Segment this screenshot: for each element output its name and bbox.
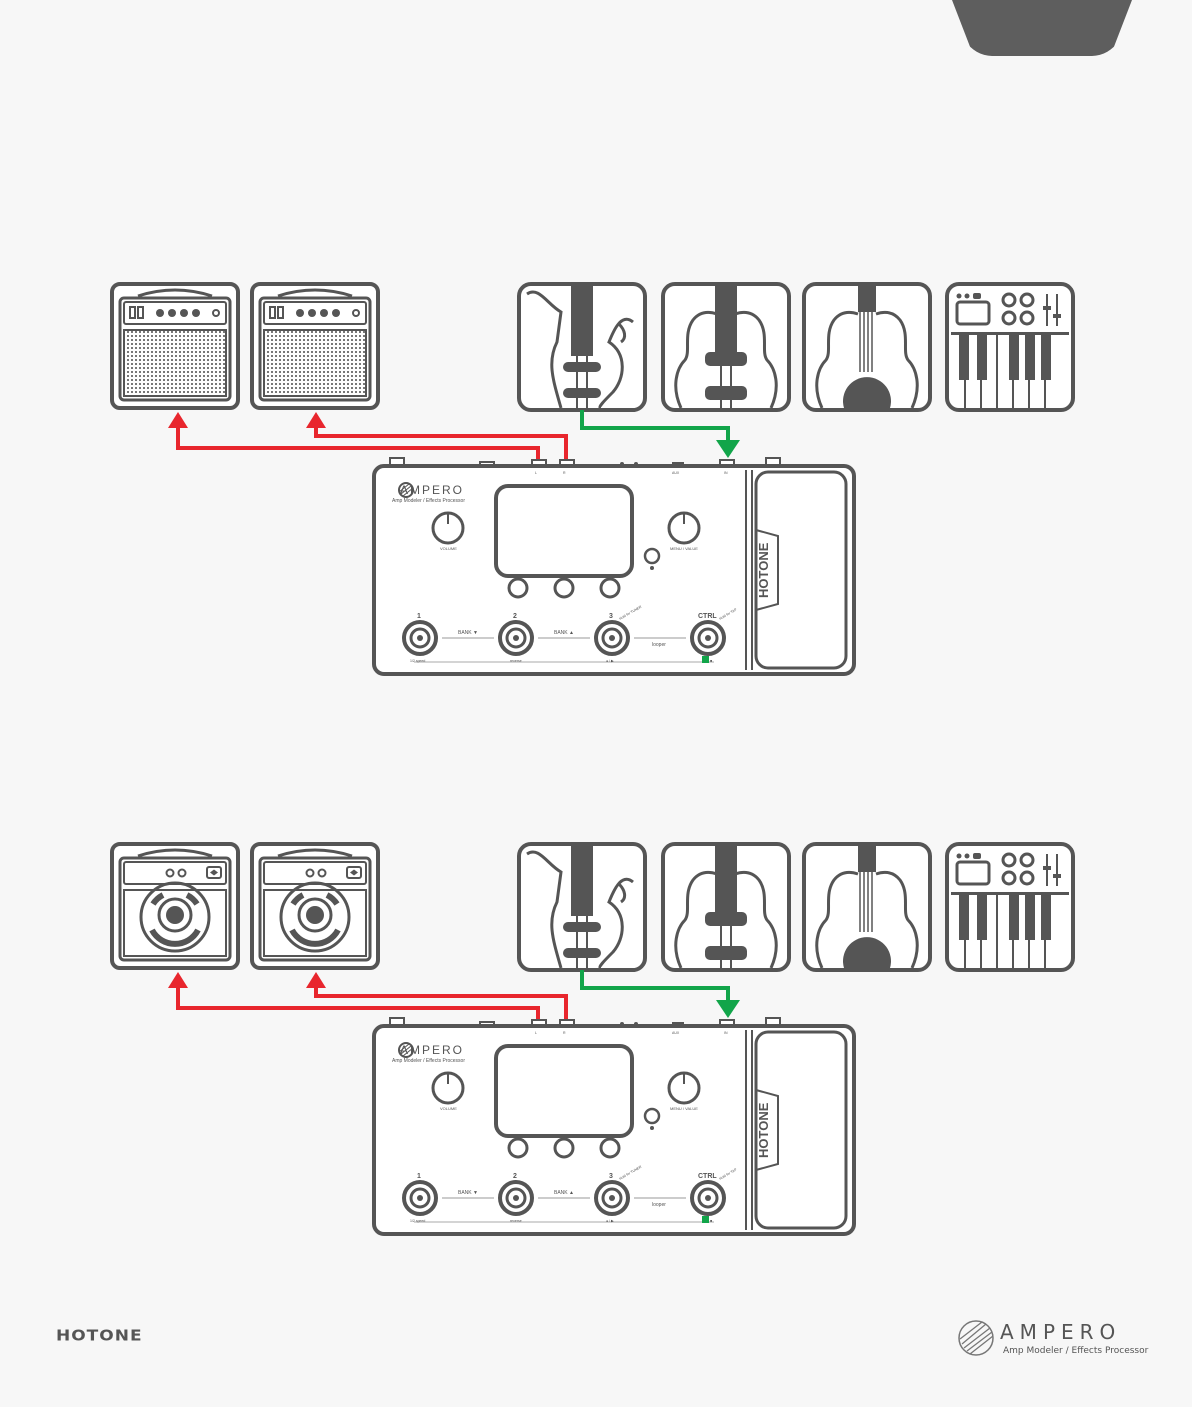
sub-3-label: ● / ▶ xyxy=(606,659,615,663)
electric-guitar-icon xyxy=(517,840,647,972)
switch-3-label: 3 xyxy=(609,1173,613,1180)
frfr-speaker-icon xyxy=(252,844,378,968)
switch-1-label: 1 xyxy=(417,1173,421,1180)
ampero-tagline: Amp Modeler / Effects Processor xyxy=(1003,1346,1149,1356)
ampero-logo: AMPERO Amp Modeler / Effects Processor xyxy=(956,1318,1149,1362)
sub-1-label: 1/2 speed xyxy=(410,1219,425,1223)
switch-ctrl-label: CTRL xyxy=(698,613,717,620)
sub-2-label: reverse xyxy=(510,659,522,663)
input-cable xyxy=(580,410,740,458)
output-cable-left xyxy=(168,412,540,462)
sub-1-label: 1/2 speed xyxy=(410,659,425,663)
page-tab xyxy=(952,0,1132,56)
port-aux-label: AUX xyxy=(672,471,680,475)
port-aux-label: AUX xyxy=(672,1031,680,1035)
input-cable xyxy=(580,970,740,1018)
port-r-label: R xyxy=(563,1031,566,1035)
classical-guitar-icon xyxy=(802,280,932,412)
switch-2-label: 2 xyxy=(513,613,517,620)
scenario-2 xyxy=(112,840,1075,1236)
bank-down-label: BANK ▼ xyxy=(458,630,478,636)
device-brand-vertical: HOTONE xyxy=(756,1102,771,1158)
sub-ctrl-label: ■ xyxy=(710,1219,712,1223)
device-brand: AMPERO xyxy=(400,1043,464,1057)
ampero-swirl-icon xyxy=(958,1320,994,1356)
menu-value-label: MENU / VALUE xyxy=(670,546,698,551)
device-brand-vertical: HOTONE xyxy=(756,542,771,598)
menu-value-label: MENU / VALUE xyxy=(670,1106,698,1111)
ampero-unit xyxy=(372,1017,856,1236)
device-tagline: Amp Modeler / Effects Processor xyxy=(392,1058,465,1064)
port-l-label: L xyxy=(535,1031,537,1035)
port-r-label: R xyxy=(563,471,566,475)
ampero-wordmark: AMPERO xyxy=(1000,1320,1122,1344)
looper-label: looper xyxy=(652,642,666,648)
keyboard-synth-icon xyxy=(945,842,1075,972)
sub-2-label: reverse xyxy=(510,1219,522,1223)
switch-ctrl-label: CTRL xyxy=(698,1173,717,1180)
volume-label: VOLUME xyxy=(440,1106,457,1111)
acoustic-guitar-icon xyxy=(661,840,791,972)
looper-label: looper xyxy=(652,1202,666,1208)
bank-down-label: BANK ▼ xyxy=(458,1190,478,1196)
device-brand: AMPERO xyxy=(400,483,464,497)
switch-1-label: 1 xyxy=(417,613,421,620)
acoustic-guitar-icon xyxy=(661,280,791,412)
scenario-1 xyxy=(110,280,1075,676)
switch-3-label: 3 xyxy=(609,613,613,620)
classical-guitar-icon xyxy=(802,840,932,972)
output-cable-right xyxy=(306,972,568,1022)
hotone-logo: HOTONE xyxy=(56,1327,143,1345)
port-in-label: IN xyxy=(724,1031,728,1035)
guitar-amp-icon xyxy=(250,282,380,410)
guitar-amp-icon xyxy=(110,282,240,410)
output-cable-left xyxy=(168,972,540,1022)
bank-up-label: BANK ▲ xyxy=(554,1190,574,1196)
frfr-speaker-icon xyxy=(112,844,238,968)
electric-guitar-icon xyxy=(517,280,647,412)
output-cable-right xyxy=(306,412,568,462)
ampero-unit xyxy=(372,457,856,676)
volume-label: VOLUME xyxy=(440,546,457,551)
keyboard-synth-icon xyxy=(945,282,1075,412)
sub-ctrl-label: ■ xyxy=(710,659,712,663)
device-tagline: Amp Modeler / Effects Processor xyxy=(392,498,465,504)
sub-3-label: ● / ▶ xyxy=(606,1219,615,1223)
bank-up-label: BANK ▲ xyxy=(554,630,574,636)
switch-2-label: 2 xyxy=(513,1173,517,1180)
port-l-label: L xyxy=(535,471,537,475)
port-in-label: IN xyxy=(724,471,728,475)
